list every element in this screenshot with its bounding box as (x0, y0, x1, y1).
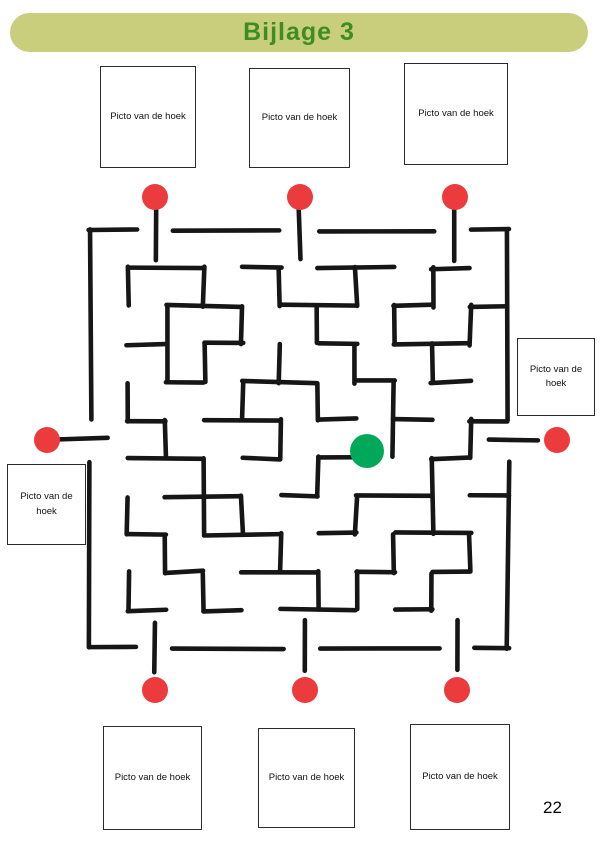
picto-label: Picto van de hoek (268, 771, 345, 783)
maze-wall (466, 531, 473, 573)
picto-box-bottom-1: Picto van de hoek (103, 726, 202, 830)
picto-box-top-3: Picto van de hoek (404, 63, 508, 165)
maze-wall (125, 607, 169, 614)
maze-wall (238, 493, 246, 536)
maze-wall (202, 341, 208, 385)
maze-wall (467, 302, 474, 348)
maze-wall (352, 494, 360, 537)
maze-wall (316, 416, 359, 422)
maze-wall (468, 226, 512, 232)
maze-wall (87, 227, 94, 422)
header-banner: Bijlage 3 (10, 13, 588, 52)
entry-dot (444, 677, 470, 703)
maze-wall (276, 266, 282, 309)
maze-wall (352, 264, 360, 309)
maze-wall (467, 416, 474, 461)
maze-wall (279, 492, 320, 499)
maze-wall (390, 416, 435, 423)
maze-wall (315, 381, 321, 423)
picto-label: Picto van de hoek (418, 107, 494, 119)
maze-wall (428, 378, 474, 386)
maze-wall (277, 530, 284, 574)
maze-wall (486, 437, 541, 443)
maze-wall (124, 531, 169, 537)
maze-wall (316, 341, 360, 347)
picto-label: Picto van de hoek (114, 771, 191, 783)
maze-wall (151, 620, 158, 675)
maze-wall (428, 265, 472, 272)
maze-wall (162, 417, 169, 460)
maze-wall (126, 569, 132, 612)
picto-label: Picto van de hoek (261, 111, 338, 123)
page-number: 22 (543, 798, 562, 817)
maze-wall (316, 530, 359, 536)
picto-box-right: Picto van de hoek (517, 338, 595, 416)
maze-wall (200, 571, 206, 614)
maze-wall (124, 495, 130, 537)
picto-label: Picto van de hoek (110, 110, 186, 122)
maze-wall (240, 455, 283, 462)
page-title: Bijlage 3 (243, 18, 355, 46)
picto-label: Picto van de hoek (529, 363, 583, 389)
maze-wall (390, 380, 396, 460)
picto-label: Picto van de hoek (422, 770, 498, 782)
entry-dot (287, 184, 313, 210)
maze-wall (239, 379, 246, 421)
maze-wall (276, 341, 283, 386)
maze-wall (467, 303, 510, 310)
entry-dot (142, 184, 168, 210)
maze-wall (86, 459, 92, 650)
maze-wall (163, 568, 206, 576)
maze-wall (429, 341, 436, 384)
picto-box-top-1: Picto van de hoek (100, 66, 196, 168)
entry-dot (442, 184, 468, 210)
maze-wall (279, 302, 360, 308)
maze-wall (86, 227, 140, 233)
maze-wall (238, 303, 245, 347)
maze-wall (504, 459, 512, 652)
picto-box-top-2: Picto van de hoek (249, 68, 350, 168)
picto-box-bottom-2: Picto van de hoek (258, 728, 355, 828)
maze-wall (201, 607, 244, 614)
maze-wall (239, 264, 284, 270)
picto-box-bottom-3: Picto van de hoek (410, 724, 510, 830)
maze-wall (200, 264, 207, 310)
maze-wall (504, 228, 510, 423)
maze-wall (391, 302, 435, 309)
maze-wall (125, 264, 132, 308)
maze-wall (124, 341, 168, 348)
maze-wall (314, 454, 321, 499)
maze-wall (56, 435, 110, 442)
entry-dot (544, 427, 570, 453)
picto-label: Picto van de hoek (20, 491, 73, 517)
center-goal-dot (350, 434, 384, 468)
maze-wall (296, 204, 303, 262)
picto-box-left: Picto van de hoek (7, 464, 86, 545)
maze-wall (429, 455, 436, 537)
entry-dot (34, 427, 60, 453)
entry-dot (292, 677, 318, 703)
entry-dot (142, 677, 168, 703)
maze-wall (277, 416, 284, 462)
maze-wall (428, 455, 472, 462)
maze-wall (390, 532, 397, 576)
